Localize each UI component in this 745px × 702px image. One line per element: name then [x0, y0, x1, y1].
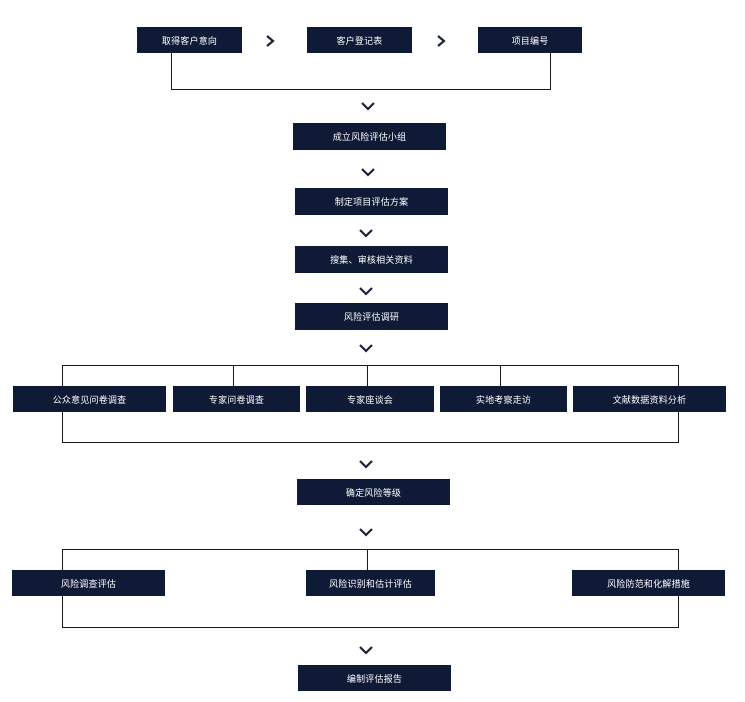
node-project-number: 项目编号	[478, 27, 582, 53]
connector-line	[367, 365, 368, 386]
node-field-visit: 实地考察走访	[440, 386, 567, 412]
node-research: 风险评估调研	[295, 303, 448, 330]
node-collect-review: 搜集、审核相关资料	[295, 246, 448, 273]
node-make-plan: 制定项目评估方案	[295, 188, 448, 215]
node-compile-report: 编制评估报告	[298, 665, 451, 691]
connector-line	[367, 549, 368, 570]
node-expert-forum: 专家座谈会	[306, 386, 434, 412]
node-risk-prevention-measures: 风险防范和化解措施	[572, 570, 725, 596]
chevron-down-icon	[361, 167, 375, 177]
chevron-right-icon	[265, 35, 275, 47]
chevron-down-icon	[361, 101, 375, 111]
chevron-down-icon	[359, 286, 373, 296]
node-client-intent: 取得客户意向	[137, 27, 242, 53]
chevron-down-icon	[359, 459, 373, 469]
node-expert-survey: 专家问卷调查	[173, 386, 300, 412]
chevron-right-icon	[436, 35, 446, 47]
chevron-down-icon	[359, 527, 373, 537]
node-risk-survey-assessment: 风险调查评估	[12, 570, 165, 596]
node-determine-level: 确定风险等级	[297, 479, 450, 505]
node-risk-identification-assessment: 风险识别和估计评估	[306, 570, 435, 596]
connector-line	[500, 365, 501, 386]
node-form-team: 成立风险评估小组	[293, 123, 446, 150]
node-literature-analysis: 文献数据资料分析	[573, 386, 726, 412]
connector-line	[62, 442, 679, 443]
connector-line	[233, 365, 234, 386]
connector-line	[171, 89, 551, 90]
node-client-register: 客户登记表	[307, 27, 412, 53]
connector-line	[171, 53, 172, 90]
connector-line	[62, 365, 679, 366]
connector-line	[62, 627, 679, 628]
connector-line	[550, 53, 551, 90]
chevron-down-icon	[359, 228, 373, 238]
chevron-down-icon	[359, 343, 373, 353]
chevron-down-icon	[359, 645, 373, 655]
connector-line	[62, 549, 679, 550]
node-public-survey: 公众意见问卷调查	[13, 386, 166, 412]
